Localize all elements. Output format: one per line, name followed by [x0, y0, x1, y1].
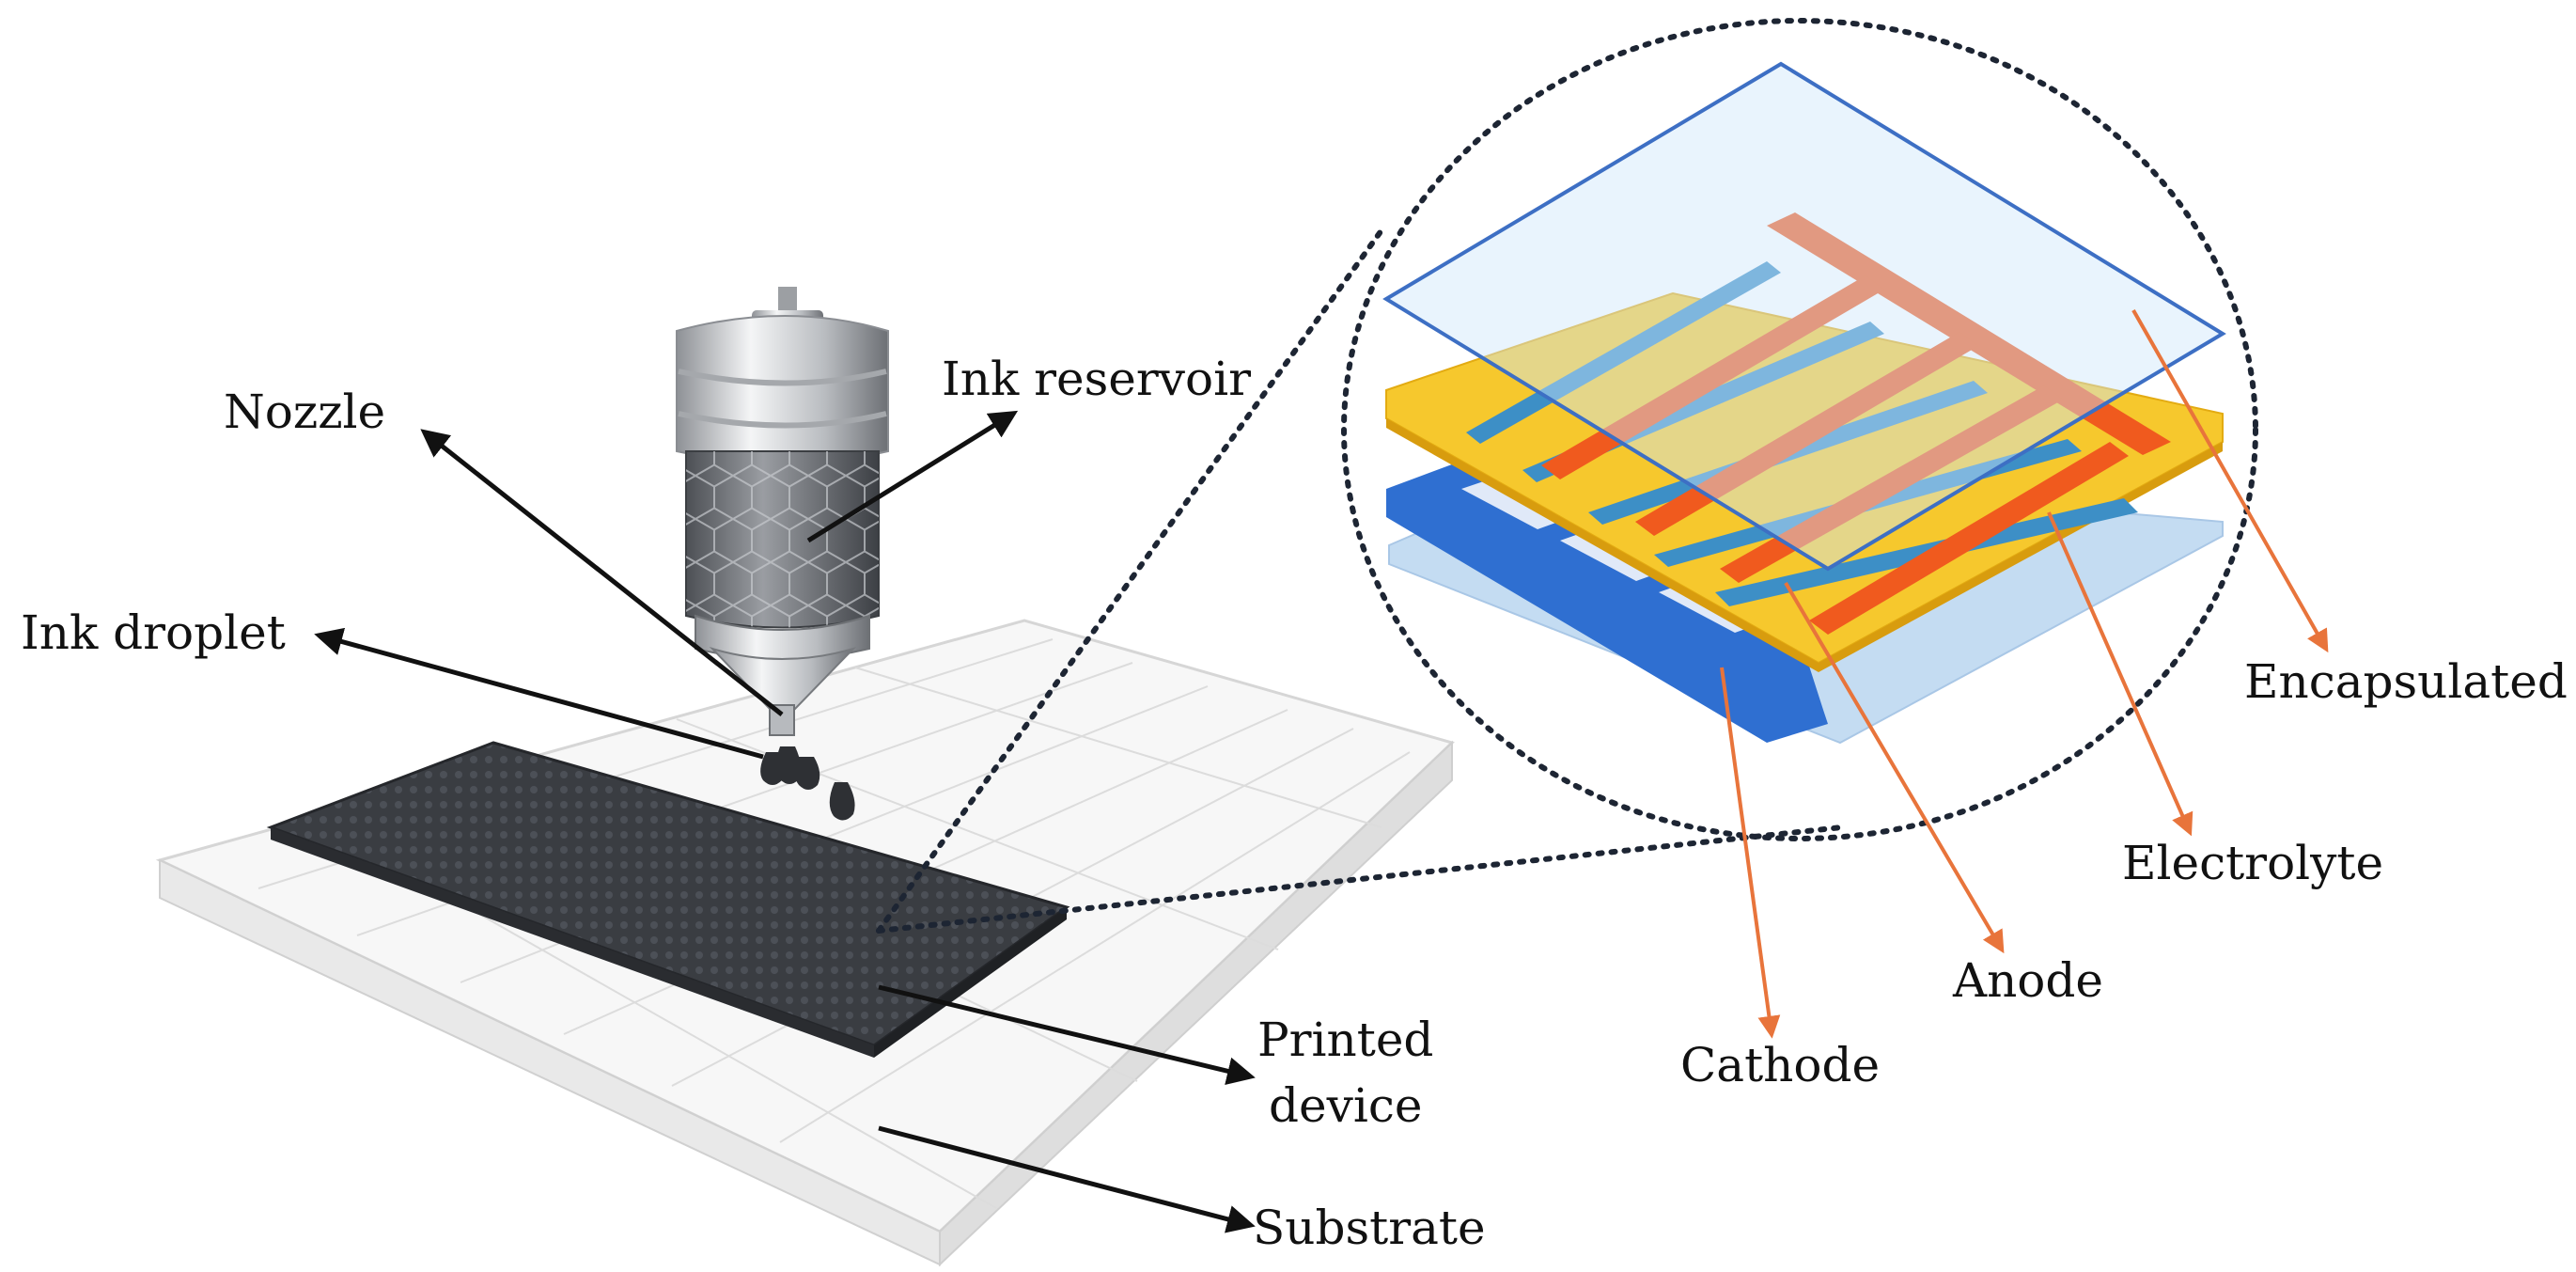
- label-printed-device-line2: device: [1269, 1078, 1422, 1133]
- zoom-circle-icon: [876, 18, 2258, 934]
- exploded-layers: [1382, 61, 2226, 745]
- label-encapsulated: Encapsulated: [2244, 654, 2568, 709]
- label-cathode: Cathode: [1680, 1038, 1880, 1092]
- leader-encapsulated: [2131, 309, 2329, 653]
- electrolyte-layer: [1385, 291, 2224, 672]
- anode-layer: [1541, 212, 2171, 635]
- leader-lines: [1720, 309, 2329, 1039]
- arrow-printed-device: [878, 984, 1256, 1085]
- label-substrate: Substrate: [1253, 1201, 1486, 1255]
- label-ink-droplet: Ink droplet: [21, 605, 286, 660]
- ink-droplet-icon: [760, 746, 855, 821]
- arrow-nozzle: [420, 429, 784, 716]
- arrow-substrate: [878, 1125, 1256, 1233]
- arrow-ink-droplet: [314, 627, 764, 760]
- label-ink-reservoir: Ink reservoir: [942, 352, 1251, 406]
- leader-anode: [1784, 581, 2005, 954]
- label-anode: Anode: [1952, 953, 2103, 1008]
- label-nozzle: Nozzle: [224, 385, 385, 439]
- arrow-ink-reservoir: [806, 410, 1019, 543]
- label-printed-device-line1: Printed: [1257, 1013, 1433, 1067]
- printer-nozzle-icon: [676, 287, 889, 736]
- encapsulation-layer: [1382, 61, 2226, 572]
- leader-cathode: [1720, 667, 1781, 1039]
- leader-electrolyte: [2047, 511, 2194, 837]
- printed-device: [266, 741, 1070, 1058]
- label-electrolyte: Electrolyte: [2122, 836, 2383, 890]
- callout-arrows: [314, 410, 1256, 1233]
